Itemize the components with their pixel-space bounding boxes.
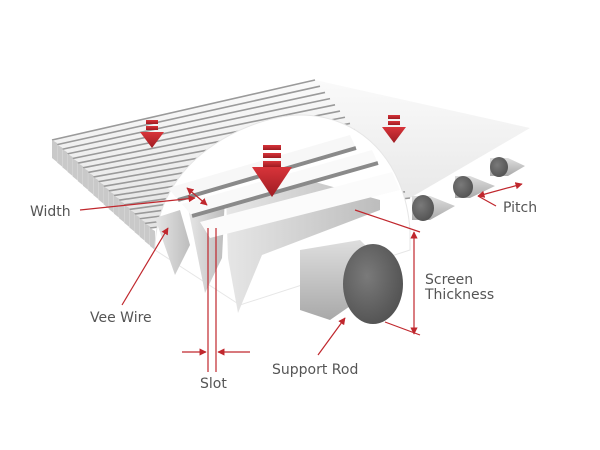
pitch-guide xyxy=(477,195,497,207)
down-arrow-icon xyxy=(140,120,164,148)
thickness-guide-bottom xyxy=(384,321,421,336)
wire-end-face xyxy=(57,144,63,167)
wire-end-face xyxy=(77,163,83,186)
wire-end-face xyxy=(62,149,68,172)
width-dimension xyxy=(186,187,208,206)
wire-end-face xyxy=(67,153,73,176)
label-width: Width xyxy=(30,204,71,220)
label-screen-thickness-line2: Thickness xyxy=(424,287,494,303)
support-rod-back-3 xyxy=(412,195,455,221)
background-support-rods xyxy=(412,157,525,221)
label-vee-wire: Vee Wire xyxy=(90,310,152,326)
wire-gap-line xyxy=(67,97,331,155)
support-rod-back-2 xyxy=(453,176,495,198)
pitch-dimension xyxy=(477,182,523,198)
label-support-rod: Support Rod xyxy=(272,362,358,378)
wire-gap-line xyxy=(51,79,316,141)
support-rod-main xyxy=(300,240,403,324)
wire-end-face xyxy=(129,209,135,232)
wire-gap-line xyxy=(62,91,326,151)
magnified-section xyxy=(154,114,411,324)
down-arrow-icon xyxy=(382,115,406,143)
width-leader xyxy=(79,195,196,211)
label-screen-thickness-line1: Screen xyxy=(425,272,473,288)
flow-arrows xyxy=(140,115,406,197)
wire-end-face xyxy=(134,214,140,237)
wire-gap-line xyxy=(56,85,321,146)
vee-wire-1 xyxy=(155,210,190,275)
support-rod-back-1 xyxy=(490,157,525,177)
wire-end-face xyxy=(119,200,125,223)
vee-wire-leader xyxy=(121,227,169,306)
wire-end-face xyxy=(88,172,94,195)
wire-end-face xyxy=(52,140,57,162)
down-arrow-icon xyxy=(252,145,292,197)
wire-end-face xyxy=(144,223,150,246)
label-slot: Slot xyxy=(200,376,227,392)
wire-end-face xyxy=(98,181,104,204)
labels: Width Vee Wire Slot Support Rod Screen T… xyxy=(30,200,537,392)
wire-end-face xyxy=(82,167,88,190)
wire-end-face xyxy=(150,228,155,250)
wire-end-face xyxy=(93,177,99,200)
wire-end-face xyxy=(124,204,130,227)
wire-end-face xyxy=(72,158,78,181)
wire-gap-line xyxy=(72,104,336,160)
thickness-guide-top xyxy=(354,209,421,233)
wire-end-face xyxy=(108,190,114,213)
label-pitch: Pitch xyxy=(503,200,537,216)
wire-end-face xyxy=(139,218,145,241)
annotations xyxy=(79,182,523,372)
wire-end-face xyxy=(103,186,109,209)
support-rod-leader xyxy=(317,317,346,356)
